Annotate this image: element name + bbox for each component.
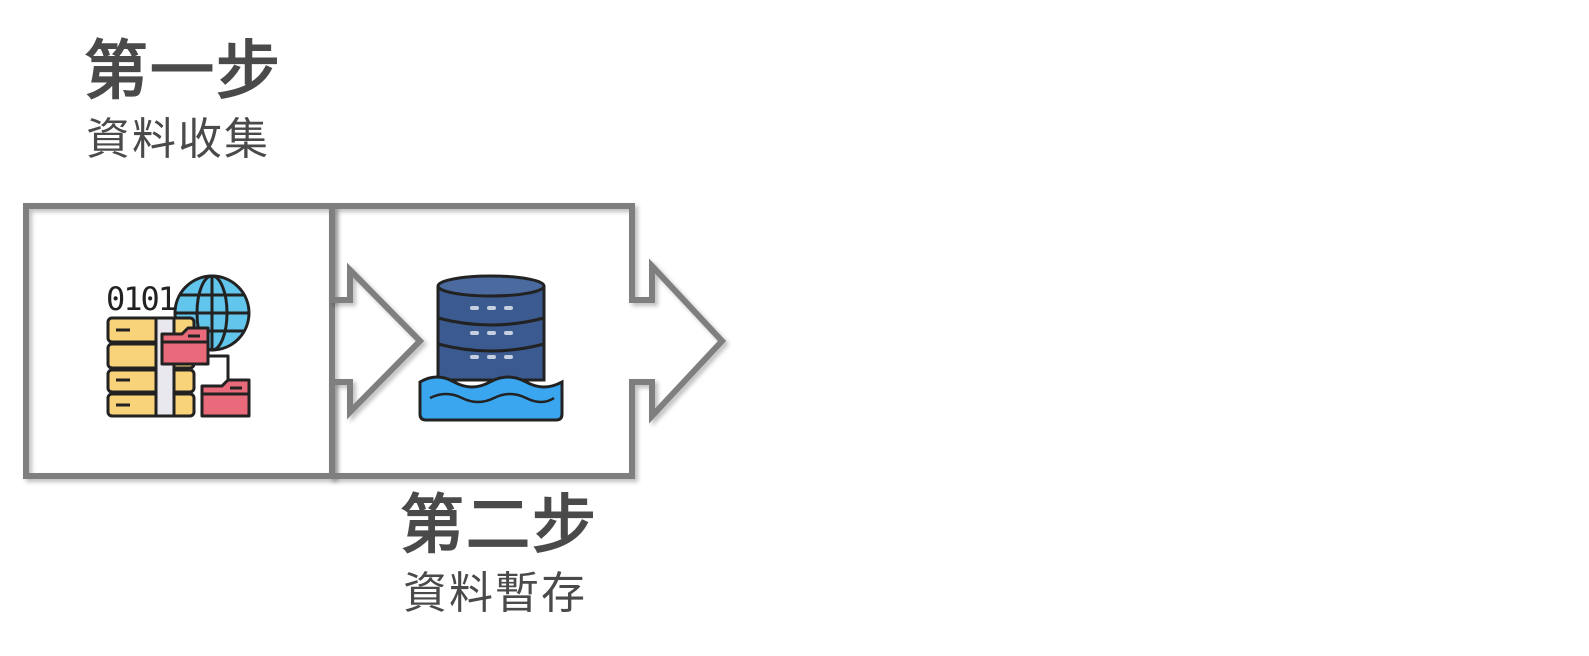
water-icon: [418, 375, 564, 422]
step-2-subtitle: 資料暫存: [403, 568, 587, 619]
binary-text: 0101: [106, 280, 176, 318]
step-1-box: [23, 203, 335, 479]
step-2-arrow-box: [329, 203, 727, 479]
data-collection-icon: 0101: [106, 274, 251, 418]
folder-icon-2: [200, 378, 251, 418]
data-lake-database-icon: [418, 274, 564, 422]
step-1-subtitle: 資料收集: [86, 114, 270, 165]
folder-icon: [160, 326, 210, 366]
database-icon: [436, 274, 546, 382]
step-2-title: 第二步: [400, 489, 598, 563]
step-1-title: 第一步: [84, 35, 282, 109]
